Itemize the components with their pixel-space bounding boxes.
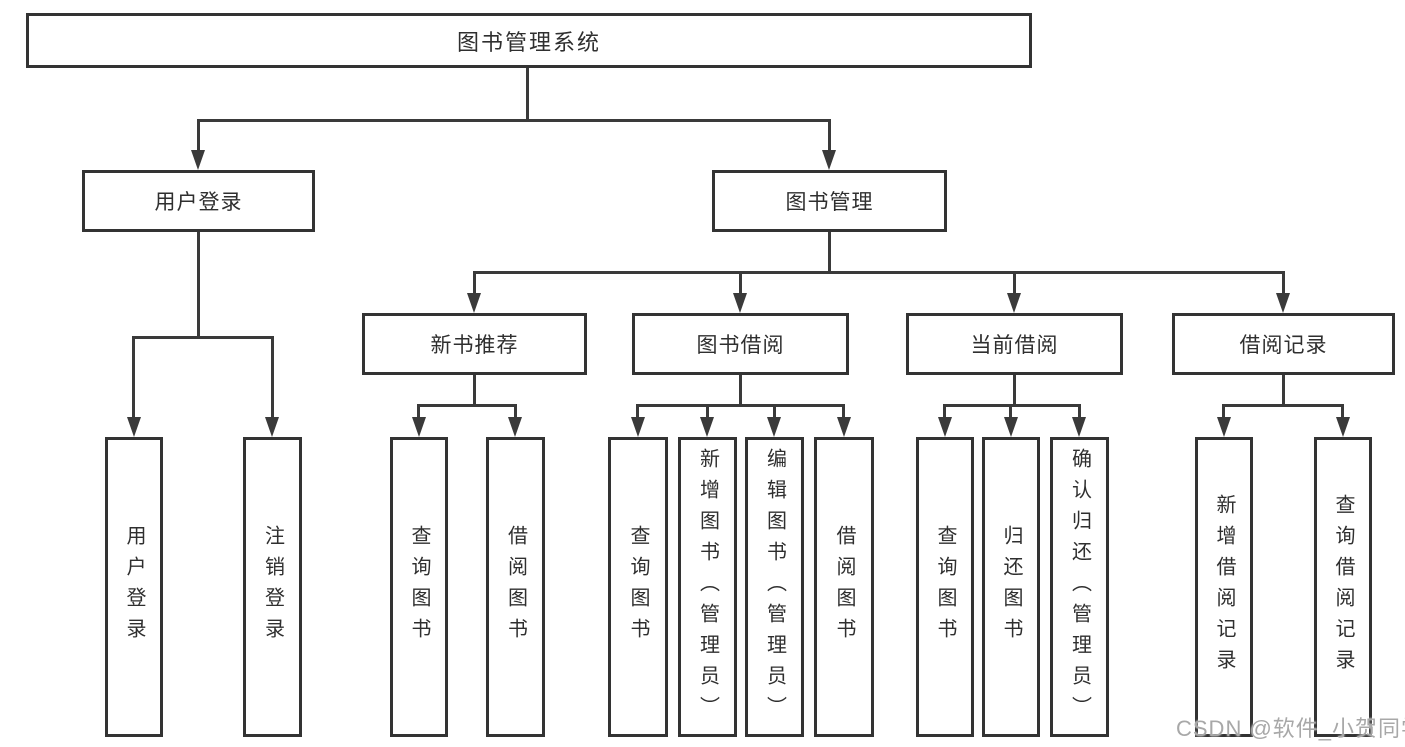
arrow-down-icon [938, 417, 952, 437]
connector-line [842, 404, 845, 419]
arrow-down-icon [822, 150, 836, 170]
node-book-borrowing-label: 图书借阅 [696, 334, 785, 357]
leaf-rec-query-record: 查询借阅记录 [1314, 437, 1372, 737]
arrow-down-icon [631, 417, 645, 437]
arrow-down-icon [508, 417, 522, 437]
node-user-login-label: 用户登录 [154, 191, 243, 214]
connector-line [943, 404, 946, 419]
node-new-book-recommend: 新书推荐 [362, 313, 587, 375]
connector-line [417, 404, 517, 407]
leaf-nb-query-books-label: 查询图书 [408, 525, 430, 649]
node-borrowing-records: 借阅记录 [1172, 313, 1395, 375]
leaf-cb-query-books: 查询图书 [916, 437, 974, 737]
leaf-cb-return-books-label: 归还图书 [1000, 525, 1022, 649]
connector-line [636, 404, 845, 407]
connector-line [773, 404, 776, 419]
arrow-down-icon [467, 293, 481, 313]
connector-line [706, 404, 709, 419]
arrow-down-icon [733, 293, 747, 313]
connector-line [1222, 404, 1344, 407]
arrow-down-icon [837, 417, 851, 437]
node-current-borrowing: 当前借阅 [906, 313, 1123, 375]
arrow-down-icon [127, 417, 141, 437]
connector-line [1341, 404, 1344, 419]
connector-line [739, 375, 742, 406]
connector-line [1009, 404, 1012, 419]
node-book-borrowing: 图书借阅 [632, 313, 849, 375]
leaf-bb-query-books-label: 查询图书 [627, 525, 649, 649]
leaf-logout: 注销登录 [243, 437, 302, 737]
leaf-bb-add-books-admin: 新增图书（管理员） [678, 437, 737, 737]
leaf-bb-borrow-books-label: 借阅图书 [833, 525, 855, 649]
connector-line [1013, 271, 1016, 295]
connector-line [1013, 375, 1016, 406]
leaf-rec-add-record-label: 新增借阅记录 [1213, 494, 1235, 680]
connector-line [828, 119, 831, 152]
node-root-label: 图书管理系统 [456, 29, 601, 55]
connector-line [526, 68, 529, 120]
leaf-nb-query-books: 查询图书 [390, 437, 448, 737]
leaf-cb-confirm-return-admin: 确认归还（管理员） [1050, 437, 1109, 737]
leaf-logout-label: 注销登录 [261, 525, 284, 649]
node-book-management-label: 图书管理 [785, 191, 874, 214]
connector-line [197, 232, 200, 339]
arrow-down-icon [1004, 417, 1018, 437]
connector-line [1078, 404, 1081, 419]
leaf-bb-edit-books-admin-label: 编辑图书（管理员） [763, 447, 786, 727]
connector-line [739, 271, 742, 295]
connector-line [828, 232, 831, 274]
node-new-book-recommend-label: 新书推荐 [430, 334, 519, 357]
connector-line [417, 404, 420, 419]
connector-line [197, 119, 831, 122]
leaf-cb-query-books-label: 查询图书 [934, 525, 956, 649]
arrow-down-icon [1217, 417, 1231, 437]
leaf-cb-return-books: 归还图书 [982, 437, 1040, 737]
node-user-login: 用户登录 [82, 170, 315, 232]
node-borrowing-records-label: 借阅记录 [1239, 334, 1328, 357]
arrow-down-icon [191, 150, 205, 170]
arrow-down-icon [412, 417, 426, 437]
node-root: 图书管理系统 [26, 13, 1032, 68]
connector-line [473, 375, 476, 406]
connector-line [943, 404, 1081, 407]
connector-line [132, 336, 274, 339]
leaf-bb-edit-books-admin: 编辑图书（管理员） [745, 437, 804, 737]
leaf-bb-borrow-books: 借阅图书 [814, 437, 874, 737]
connector-line [473, 271, 1285, 274]
arrow-down-icon [1276, 293, 1290, 313]
leaf-rec-query-record-label: 查询借阅记录 [1332, 494, 1354, 680]
leaf-nb-borrow-books-label: 借阅图书 [504, 525, 527, 649]
connector-line [473, 271, 476, 295]
leaf-bb-query-books: 查询图书 [608, 437, 668, 737]
arrow-down-icon [700, 417, 714, 437]
leaf-user-login-label: 用户登录 [123, 525, 145, 649]
connector-line [197, 119, 200, 152]
arrow-down-icon [1072, 417, 1086, 437]
leaf-rec-add-record: 新增借阅记录 [1195, 437, 1253, 737]
arrow-down-icon [1007, 293, 1021, 313]
connector-line [514, 404, 517, 419]
arrow-down-icon [767, 417, 781, 437]
connector-line [636, 404, 639, 419]
arrow-down-icon [1336, 417, 1350, 437]
node-book-management: 图书管理 [712, 170, 947, 232]
leaf-bb-add-books-admin-label: 新增图书（管理员） [696, 447, 719, 727]
leaf-user-login: 用户登录 [105, 437, 163, 737]
connector-line [1282, 271, 1285, 295]
connector-line [132, 336, 135, 419]
connector-line [1282, 375, 1285, 406]
watermark: CSDN @软件_小贺同学 [1176, 716, 1405, 741]
leaf-cb-confirm-return-admin-label: 确认归还（管理员） [1068, 447, 1091, 727]
leaf-nb-borrow-books: 借阅图书 [486, 437, 545, 737]
node-current-borrowing-label: 当前借阅 [970, 334, 1059, 357]
connector-line [1222, 404, 1225, 419]
connector-line [271, 336, 274, 419]
arrow-down-icon [265, 417, 279, 437]
